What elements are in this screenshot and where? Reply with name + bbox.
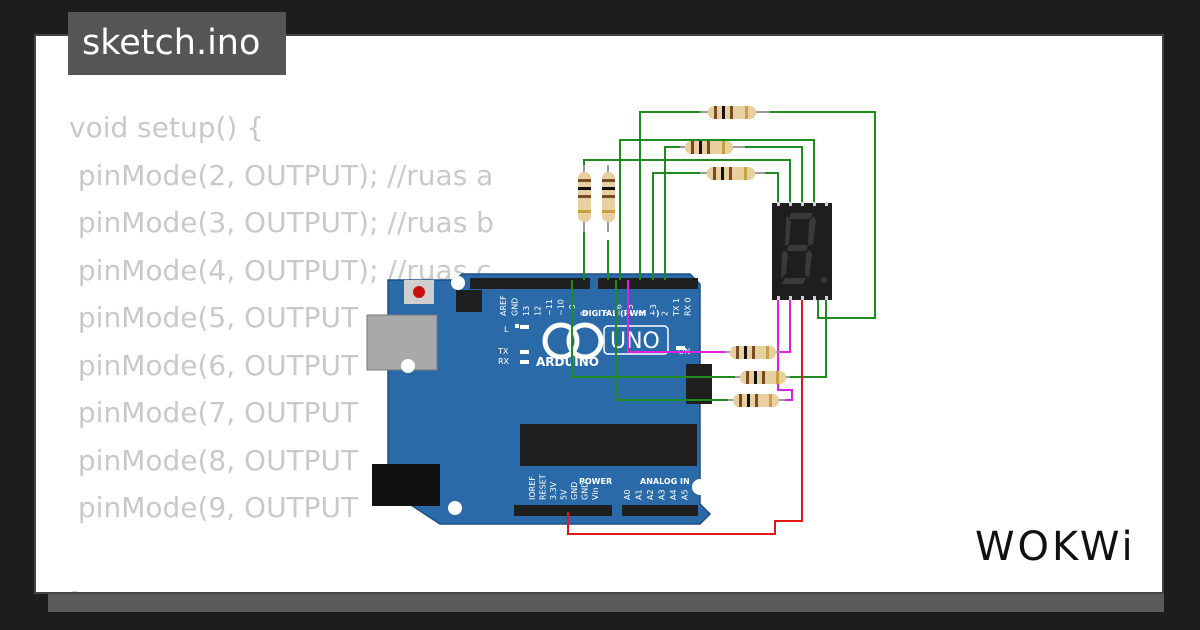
resistor[interactable] bbox=[735, 371, 790, 384]
pin-label: AREF bbox=[499, 295, 508, 316]
pin-label: 12 bbox=[534, 306, 543, 316]
pin-label: GND bbox=[570, 482, 579, 500]
wire-green bbox=[619, 139, 815, 280]
resistors bbox=[578, 106, 790, 407]
wire-magenta bbox=[777, 298, 793, 401]
code-line: pinMode(6, OUTPUT bbox=[69, 348, 359, 382]
pin-label: RESET bbox=[539, 474, 548, 500]
pin-label: 7 bbox=[603, 311, 612, 316]
wire-green bbox=[730, 146, 803, 205]
digital-label: DIGITAL (PWM ~) bbox=[582, 309, 660, 318]
pin-label: A3 bbox=[658, 489, 667, 500]
pin-label: ~5 bbox=[626, 304, 635, 316]
analog-label: ANALOG IN bbox=[640, 477, 690, 486]
led-l-label: L bbox=[504, 325, 509, 334]
pin-label: A5 bbox=[681, 489, 690, 500]
resistor[interactable] bbox=[700, 167, 765, 180]
pin-label: ~11 bbox=[545, 299, 554, 316]
wire-magenta bbox=[627, 280, 735, 353]
pin-label: TX 1 bbox=[672, 298, 681, 317]
code-line: pinMode(2, OUTPUT); //ruas a bbox=[69, 158, 494, 192]
code-line: pinMode(9, OUTPUT bbox=[69, 491, 359, 524]
board-model: UNO bbox=[610, 329, 660, 354]
led-tx-label: TX bbox=[497, 347, 509, 356]
power-jack bbox=[372, 464, 440, 506]
board-brand: ARDUINO bbox=[536, 355, 599, 369]
wire-green bbox=[652, 172, 710, 280]
power-label: POWER bbox=[579, 477, 612, 486]
code-line: pinMode(5, OUTPUT bbox=[69, 301, 359, 334]
resistor[interactable] bbox=[700, 106, 770, 119]
wire-green bbox=[571, 280, 740, 378]
microcontroller-chip bbox=[520, 424, 697, 466]
arduino-uno-board[interactable]: ARDUINO UNO DIGITAL (PWM ~) POWER ANALOG… bbox=[366, 273, 712, 525]
wire-green bbox=[664, 146, 690, 280]
digital-header-right bbox=[598, 278, 698, 289]
pin-label: RX 0 bbox=[684, 297, 693, 316]
code-line: } bbox=[69, 586, 87, 592]
wire-green bbox=[755, 172, 779, 205]
code-line: pinMode(7, OUTPUT bbox=[69, 396, 359, 429]
pin-label: ~10 bbox=[557, 299, 566, 316]
usb-port bbox=[366, 314, 438, 371]
code-line: void setup() { bbox=[69, 111, 265, 144]
file-tab[interactable]: sketch.ino bbox=[68, 12, 286, 75]
led-rx-label: RX bbox=[498, 357, 510, 366]
power-header bbox=[514, 505, 612, 516]
reset-button-cap bbox=[413, 286, 425, 298]
code-line: pinMode(3, OUTPUT); //ruas b bbox=[69, 206, 494, 239]
pin-label: 5V bbox=[560, 489, 569, 500]
code-line: pinMode(8, OUTPUT bbox=[69, 443, 359, 477]
pin-label: A0 bbox=[623, 489, 632, 500]
wire-red bbox=[567, 298, 803, 535]
resistor[interactable] bbox=[578, 165, 591, 232]
seven-segment-display[interactable] bbox=[772, 202, 832, 300]
pin-label: ~6 bbox=[615, 304, 624, 316]
pin-label: A4 bbox=[669, 489, 678, 500]
wire-green bbox=[785, 298, 827, 378]
digital-header-left bbox=[470, 278, 590, 289]
pin-label: 3.3V bbox=[549, 481, 558, 500]
pin-label: A1 bbox=[635, 489, 644, 500]
pin-label: 13 bbox=[522, 306, 531, 316]
resistor[interactable] bbox=[728, 394, 785, 407]
wire-green bbox=[760, 111, 876, 319]
wire-green bbox=[615, 280, 740, 401]
resistor[interactable] bbox=[680, 141, 745, 154]
resistor[interactable] bbox=[725, 346, 780, 359]
analog-header bbox=[622, 505, 698, 516]
pin-label: 4 bbox=[638, 311, 647, 316]
resistor[interactable] bbox=[602, 165, 615, 232]
wire-green bbox=[639, 111, 710, 280]
code-preview: void setup() { pinMode(2, OUTPUT); //rua… bbox=[69, 104, 494, 592]
pin-label: Vin bbox=[591, 487, 600, 500]
pin-label: GND bbox=[581, 482, 590, 500]
pin-label: 2 bbox=[661, 311, 670, 316]
pin-label: A2 bbox=[646, 489, 655, 500]
pin-label: ~3 bbox=[649, 304, 658, 316]
pin-label: GND bbox=[511, 298, 520, 316]
wokwi-logo: WOKWi bbox=[975, 524, 1136, 570]
pin-label: IOREF bbox=[528, 476, 537, 500]
pin-label: 8 bbox=[580, 311, 589, 316]
